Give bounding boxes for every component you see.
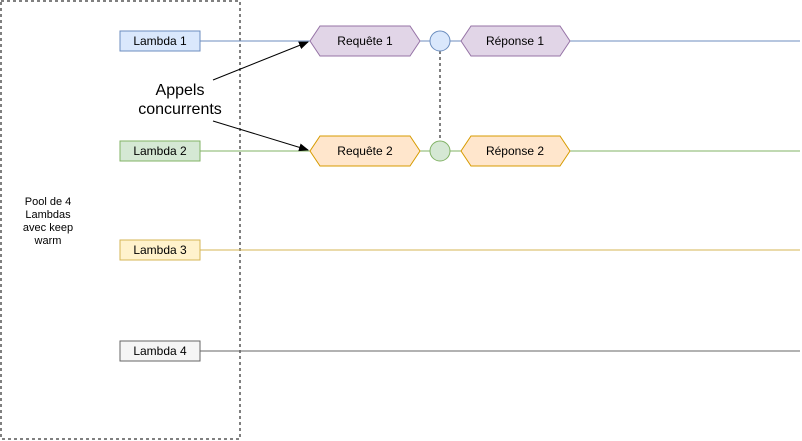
response-2-shape[interactable] <box>460 135 571 167</box>
lambda-4-label: Lambda 4 <box>133 344 187 358</box>
lambda-1-box[interactable] <box>119 30 201 52</box>
annotation-line-1: Appels <box>156 82 205 99</box>
pool-label-line-4: warm <box>34 235 62 247</box>
lambda-2-box[interactable] <box>119 140 201 162</box>
lambda-4-box[interactable] <box>119 340 201 362</box>
request-1-label: Requête 1 <box>337 34 393 48</box>
request-2-shape[interactable] <box>309 135 421 167</box>
lambda-3-label: Lambda 3 <box>133 243 187 257</box>
response-1-shape[interactable] <box>460 25 571 57</box>
pool-container[interactable] <box>0 0 241 440</box>
arrow-to-request-2 <box>212 120 309 152</box>
lambda-1-label: Lambda 1 <box>133 34 187 48</box>
arrow-to-request-1 <box>212 41 309 81</box>
pool-label-line-1: Pool de 4 <box>25 196 71 208</box>
response-1-label: Réponse 1 <box>486 34 544 48</box>
pool-label-line-2: Lambdas <box>25 209 71 221</box>
response-2-label: Réponse 2 <box>486 144 544 158</box>
pool-label-line-3: avec keep <box>23 222 73 234</box>
request-2-label: Requête 2 <box>337 144 393 158</box>
sync-node-2[interactable] <box>429 140 451 162</box>
sync-node-1[interactable] <box>429 30 451 52</box>
annotation-line-2: concurrents <box>138 101 222 118</box>
request-1-shape[interactable] <box>309 25 421 57</box>
lambda-3-box[interactable] <box>119 239 201 261</box>
lambda-2-label: Lambda 2 <box>133 144 187 158</box>
